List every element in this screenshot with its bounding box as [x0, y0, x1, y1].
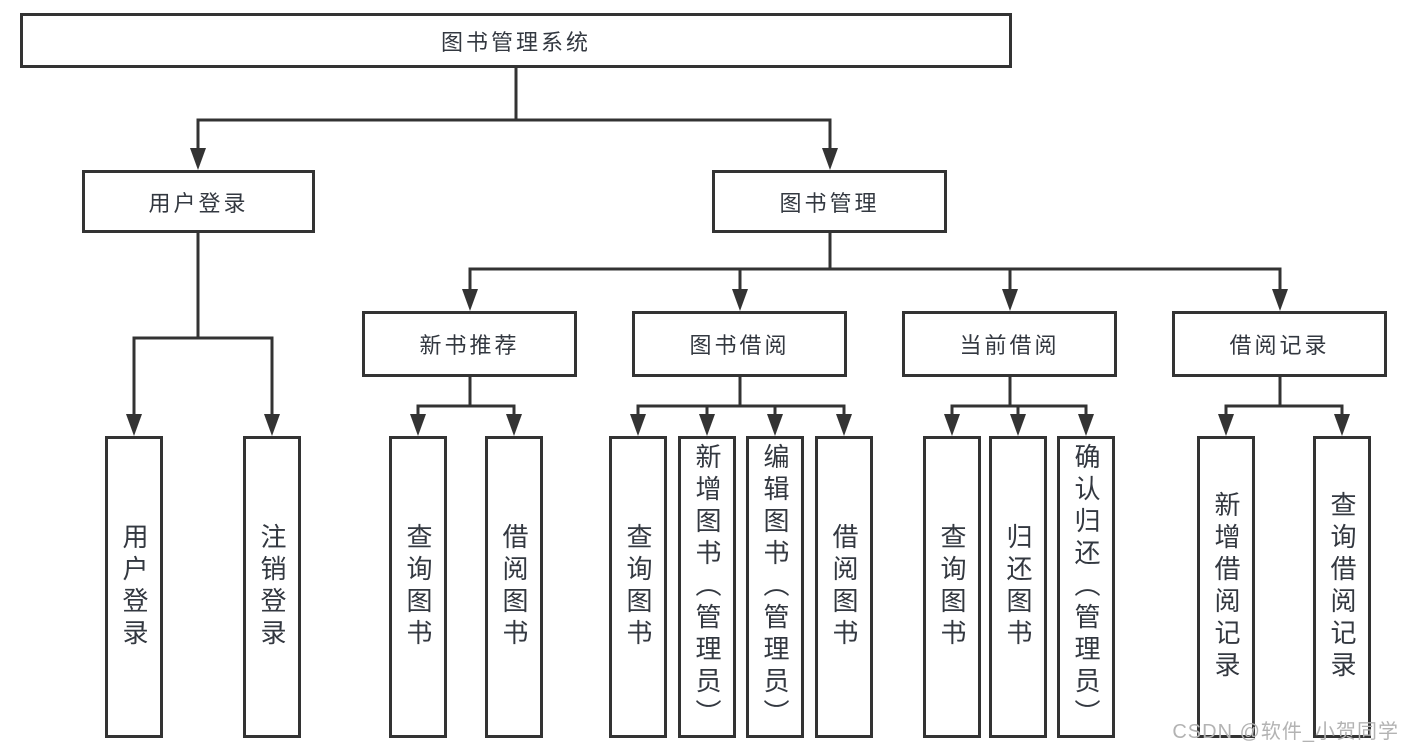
node-book-borrow: 图书借阅: [632, 311, 847, 377]
arrowhead-down-icon: [264, 414, 280, 436]
connector-current-borrow: [944, 375, 1094, 436]
csdn-watermark: CSDN @软件_小贺同学: [1172, 721, 1399, 743]
leaf-query-books-current: 查询图书: [923, 436, 981, 738]
arrowhead-down-icon: [410, 414, 426, 436]
connector-book-borrow: [630, 375, 852, 436]
leaf-logout: 注销登录: [243, 436, 301, 738]
arrowhead-down-icon: [1272, 289, 1288, 311]
arrowhead-down-icon: [190, 148, 206, 170]
arrowhead-down-icon: [822, 148, 838, 170]
connector-line: [468, 231, 1282, 293]
node-borrow-records: 借阅记录: [1172, 311, 1387, 377]
connector-line: [950, 375, 1088, 418]
connector-line: [636, 375, 846, 418]
leaf-return-books: 归还图书: [989, 436, 1047, 738]
leaf-borrow-books: 借阅图书: [815, 436, 873, 738]
arrowhead-down-icon: [506, 414, 522, 436]
leaf-query-books-newbooks: 查询图书: [389, 436, 447, 738]
node-current-borrow: 当前借阅: [902, 311, 1117, 377]
leaf-add-books-admin: 新增图书（管理员）: [678, 436, 736, 738]
leaf-add-borrow-record: 新增借阅记录: [1197, 436, 1255, 738]
leaf-borrow-books-newbooks: 借阅图书: [485, 436, 543, 738]
leaf-query-borrow-record: 查询借阅记录: [1313, 436, 1371, 738]
arrowhead-down-icon: [1334, 414, 1350, 436]
arrowhead-down-icon: [1010, 414, 1026, 436]
connector-root: [190, 66, 838, 170]
leaf-query-books-borrow: 查询图书: [609, 436, 667, 738]
connector-line: [196, 66, 832, 152]
connector-borrow-records: [1218, 375, 1350, 436]
arrowhead-down-icon: [836, 414, 852, 436]
arrowhead-down-icon: [1218, 414, 1234, 436]
node-root: 图书管理系统: [20, 13, 1012, 68]
arrowhead-down-icon: [732, 289, 748, 311]
arrowhead-down-icon: [462, 289, 478, 311]
arrowhead-down-icon: [944, 414, 960, 436]
connector-book-mgmt: [462, 231, 1288, 311]
connector-new-books: [410, 375, 522, 436]
node-new-books: 新书推荐: [362, 311, 577, 377]
connector-line: [132, 231, 274, 418]
arrowhead-down-icon: [767, 414, 783, 436]
connector-line: [1224, 375, 1344, 418]
connector-user-login: [126, 231, 280, 436]
node-user-login: 用户登录: [82, 170, 315, 233]
arrowhead-down-icon: [630, 414, 646, 436]
connector-line: [416, 375, 516, 418]
leaf-user-login: 用户登录: [105, 436, 163, 738]
arrowhead-down-icon: [1002, 289, 1018, 311]
arrowhead-down-icon: [126, 414, 142, 436]
node-book-mgmt: 图书管理: [712, 170, 947, 233]
leaf-edit-books-admin: 编辑图书（管理员）: [746, 436, 804, 738]
arrowhead-down-icon: [1078, 414, 1094, 436]
arrowhead-down-icon: [699, 414, 715, 436]
leaf-confirm-return-admin: 确认归还（管理员）: [1057, 436, 1115, 738]
